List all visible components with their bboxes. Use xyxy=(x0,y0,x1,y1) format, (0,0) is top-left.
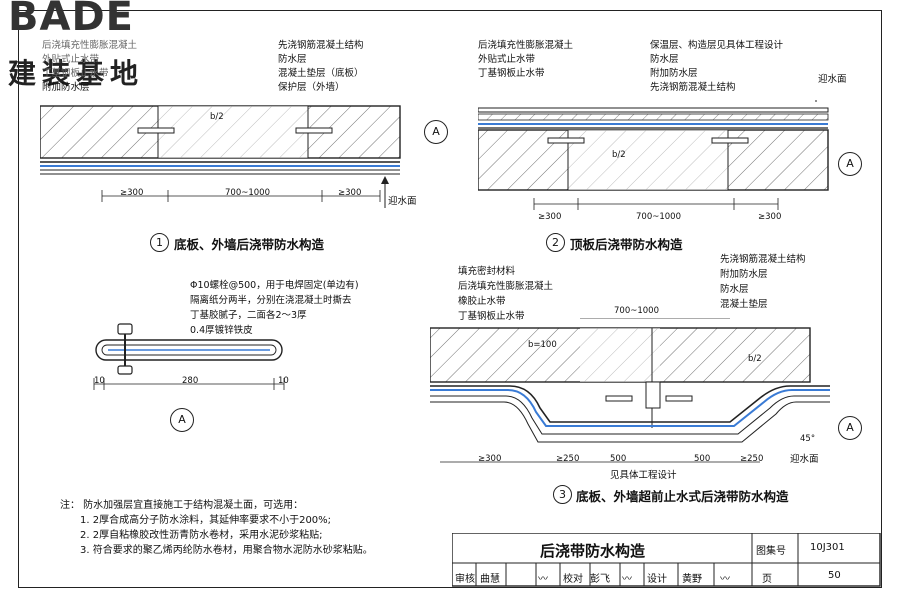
d2-right-label-1: 防水层 xyxy=(650,54,679,65)
d3-dim-2: 500 xyxy=(610,454,627,464)
design-label: 设计 xyxy=(647,574,667,585)
d1-left-label-2: 丁基钢板止水带 xyxy=(42,68,109,79)
d2-right-label-3: 先浇钢筋混凝土结构 xyxy=(650,82,736,93)
detail-3-drawing xyxy=(430,318,830,463)
detail-a-drawing xyxy=(93,323,285,390)
d1-left-label-3: 附加防水层 xyxy=(42,82,90,93)
d2-dim-right: ≥300 xyxy=(758,212,782,222)
d2-number-circle: 2 xyxy=(546,233,565,252)
logo-chinese-text: 建装基地 xyxy=(8,57,145,90)
review-name: 曲慧 xyxy=(480,574,500,585)
d3-b2-label: b/2 xyxy=(748,354,762,364)
notes-item-1: 1. 2厚合成高分子防水涂料，其延伸率要求不小于200%; xyxy=(80,515,332,526)
d2-right-label-2: 附加防水层 xyxy=(650,68,698,79)
d2-section-marker: A xyxy=(838,152,862,176)
d3-left-label-2: 橡胶止水带 xyxy=(458,296,506,307)
da-dim-left: 10 xyxy=(94,376,105,386)
d1-label-0: 先浇钢筋混凝土结构 xyxy=(278,40,364,51)
d3-water-face: 迎水面 xyxy=(790,454,819,465)
check-label: 校对 xyxy=(563,574,583,585)
title-block-grid xyxy=(452,533,881,587)
d2-right-label-0: 保温层、构造层见具体工程设计 xyxy=(650,40,784,51)
d1-dim-right: ≥300 xyxy=(338,188,362,198)
d3-right-label-1: 附加防水层 xyxy=(720,269,768,280)
notes-item-2: 2. 2厚自粘橡胶改性沥青防水卷材，采用水泥砂浆粘贴; xyxy=(80,530,323,541)
check-signature: 〰 xyxy=(622,574,632,585)
d2-left-label-1: 外贴式止水带 xyxy=(478,54,536,65)
d3-top-dim: 700~1000 xyxy=(614,306,659,316)
da-dim-right: 10 xyxy=(278,376,289,386)
da-section-marker: A xyxy=(170,408,194,432)
d1-label-3: 保护层（外墙） xyxy=(278,82,345,93)
da-label-0: Φ10螺栓@500，用于电焊固定(单边有) xyxy=(190,280,359,291)
da-label-2: 丁基胶腻子，二面各2～3厚 xyxy=(190,310,307,321)
d1-left-label-0: 后浇填充性膨胀混凝土 xyxy=(42,40,138,51)
d1-title: 底板、外墙后浇带防水构造 xyxy=(174,237,325,252)
drawing-frame xyxy=(18,10,882,588)
d3-angle: 45° xyxy=(800,434,816,444)
d3-left-label-1: 后浇填充性膨胀混凝土 xyxy=(458,281,554,292)
logo-text: BADE xyxy=(8,0,134,40)
d1-label-2: 混凝土垫层（底板） xyxy=(278,68,364,79)
check-name: 彭飞 xyxy=(590,574,610,585)
d3-dim-4: ≥250 xyxy=(740,454,764,464)
d2-left-label-2: 丁基钢板止水带 xyxy=(478,68,545,79)
detail-2-drawing xyxy=(478,100,829,210)
d2-left-label-0: 后浇填充性膨胀混凝土 xyxy=(478,40,574,51)
d3-left-label-0: 填充密封材料 xyxy=(458,266,516,277)
d3-right-label-2: 防水层 xyxy=(720,284,749,295)
design-signature: 〰 xyxy=(720,574,730,585)
detail-1-drawing xyxy=(40,105,401,208)
d1-water-face: 迎水面 xyxy=(388,196,417,207)
d1-dim-left: ≥300 xyxy=(120,188,144,198)
page-label: 页 xyxy=(762,574,772,585)
design-name: 黄野 xyxy=(682,574,702,585)
notes-intro: 注： 防水加强层宜直接施工于结构混凝土面，可选用： xyxy=(60,500,304,511)
d3-title: 底板、外墙超前止水式后浇带防水构造 xyxy=(576,489,789,504)
page-number: 50 xyxy=(828,570,841,581)
d3-dim-3: 500 xyxy=(694,454,711,464)
drawing-title: 后浇带防水构造 xyxy=(540,542,646,560)
d2-dim-left: ≥300 xyxy=(538,212,562,222)
d3-section-marker: A xyxy=(838,416,862,440)
d3-left-label-3: 丁基钢板止水带 xyxy=(458,311,525,322)
da-dim-mid: 280 xyxy=(182,376,199,386)
d3-number-circle: 3 xyxy=(553,485,572,504)
da-label-3: 0.4厚镀锌铁皮 xyxy=(190,325,253,336)
set-number-value: 10J301 xyxy=(810,542,845,553)
d1-left-label-1: 外贴式止水带 xyxy=(42,54,100,65)
d1-number-circle: 1 xyxy=(150,233,169,252)
notes-item-3: 3. 符合要求的聚乙烯丙纶防水卷材，用聚合物水泥防水砂浆粘贴。 xyxy=(80,545,373,556)
d1-section-marker: A xyxy=(424,120,448,144)
da-label-1: 隔离纸分两半，分别在浇混凝土时撕去 xyxy=(190,295,352,306)
d1-dim-mid: 700~1000 xyxy=(225,188,270,198)
d1-b-label: b/2 xyxy=(210,112,224,122)
d3-b-label: b=100 xyxy=(528,340,557,350)
d2-title: 顶板后浇带防水构造 xyxy=(570,237,683,252)
d3-right-label-3: 混凝土垫层 xyxy=(720,299,768,310)
review-signature: 〰 xyxy=(538,574,548,585)
set-number-label: 图集号 xyxy=(756,546,786,557)
d3-note: 见具体工程设计 xyxy=(610,470,677,481)
review-label: 审核 xyxy=(455,574,475,585)
d1-label-1: 防水层 xyxy=(278,54,307,65)
d3-dim-0: ≥300 xyxy=(478,454,502,464)
d2-b-label: b/2 xyxy=(612,150,626,160)
d2-water-face: 迎水面 xyxy=(818,74,847,85)
d3-dim-1: ≥250 xyxy=(556,454,580,464)
d2-dim-mid: 700~1000 xyxy=(636,212,681,222)
d3-right-label-0: 先浇钢筋混凝土结构 xyxy=(720,254,806,265)
